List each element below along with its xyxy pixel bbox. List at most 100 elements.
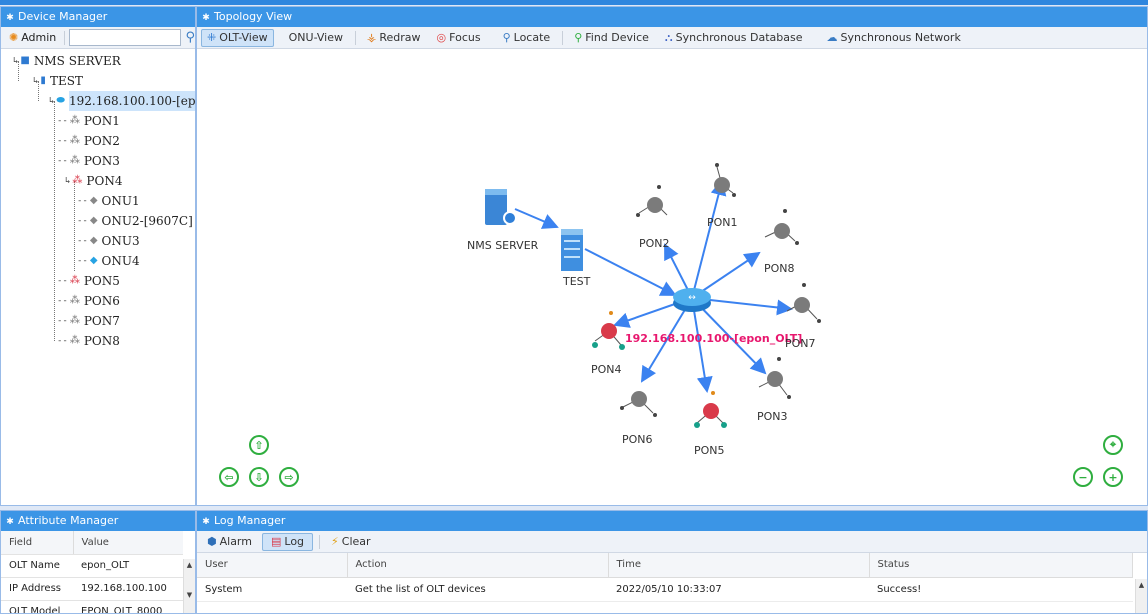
tree-node-pon[interactable]: --⁂PON6 bbox=[57, 291, 120, 311]
alarm-tab[interactable]: ⬢Alarm bbox=[207, 535, 252, 548]
tree-node-pon[interactable]: --⁂PON3 bbox=[57, 151, 120, 171]
topology-view-panel: ✱Topology View ⁜OLT-View ONU-View ⚶Redra… bbox=[196, 6, 1148, 506]
sync-database-button[interactable]: ⛬Synchronous Database bbox=[664, 30, 803, 45]
nms-server-node[interactable] bbox=[485, 189, 517, 225]
scroll-up-icon[interactable]: ▲ bbox=[1138, 581, 1145, 589]
tree-node-onu[interactable]: --◆ONU1 bbox=[77, 191, 140, 211]
tree-node-pon[interactable]: --⁂PON5 bbox=[57, 271, 120, 291]
device-manager-panel: ✱Device Manager ✺ Admin ⚲ ↳ ■ NMS SERVER… bbox=[0, 6, 196, 506]
zoom-out-button[interactable]: − bbox=[1073, 467, 1093, 487]
column-header[interactable]: Time bbox=[608, 553, 870, 578]
scroll-up-icon[interactable]: ▲ bbox=[186, 561, 193, 569]
attribute-scrollbar[interactable]: ▲ ▼ bbox=[183, 559, 195, 613]
redraw-icon: ⚶ bbox=[367, 31, 377, 44]
collapse-icon[interactable]: ✱ bbox=[6, 517, 14, 527]
onu-icon: ◆ bbox=[89, 235, 98, 246]
pan-up-button[interactable]: ⇧ bbox=[249, 435, 269, 455]
tree-node-nms-server[interactable]: ↳ ■ NMS SERVER bbox=[13, 51, 121, 71]
collapse-icon[interactable]: ✱ bbox=[202, 13, 210, 23]
log-time: 2022/05/10 10:33:07 bbox=[608, 577, 869, 602]
olt-node[interactable]: ↔ bbox=[673, 288, 711, 312]
tree-node-onu[interactable]: --◆ONU4 bbox=[77, 251, 140, 271]
pan-right-button[interactable]: ⇨ bbox=[279, 467, 299, 487]
link bbox=[640, 297, 693, 383]
column-header[interactable]: User bbox=[197, 553, 348, 578]
attribute-row[interactable]: OLT Model EPON_OLT_8000 bbox=[1, 600, 183, 613]
tree-node-onu[interactable]: --◆ONU2-[9607C] bbox=[77, 211, 193, 231]
pon4-node[interactable] bbox=[592, 311, 625, 350]
user-label[interactable]: Admin bbox=[21, 31, 57, 44]
node-label-pon7: PON7 bbox=[785, 337, 816, 350]
locate-button[interactable]: ⚲Locate bbox=[502, 31, 551, 44]
alarm-icon: ⬢ bbox=[207, 535, 217, 548]
tree-node-pon[interactable]: --⁂PON1 bbox=[57, 111, 120, 131]
tree-connector: -- bbox=[77, 216, 88, 226]
tree-node-pon[interactable]: --⁂PON2 bbox=[57, 131, 120, 151]
scroll-down-icon[interactable]: ▼ bbox=[186, 591, 193, 599]
log-tab[interactable]: ▤Log bbox=[261, 532, 314, 551]
attribute-manager-panel: ✱Attribute Manager Field Value OLT Name … bbox=[0, 510, 196, 614]
toolbar-separator bbox=[355, 30, 357, 45]
tree-connector: -- bbox=[77, 256, 88, 266]
search-icon[interactable]: ⚲ bbox=[185, 30, 195, 45]
collapse-icon[interactable]: ✱ bbox=[6, 13, 14, 23]
focus-button[interactable]: ◎Focus bbox=[436, 31, 481, 44]
locate-icon: ⚲ bbox=[502, 31, 511, 44]
device-search-input[interactable] bbox=[69, 29, 182, 46]
pon-icon: ⁂ bbox=[69, 295, 80, 306]
pon-icon: ⁂ bbox=[69, 155, 80, 166]
tree-connector: ↳ bbox=[33, 76, 39, 86]
attribute-header-row: Field Value bbox=[1, 531, 183, 555]
pon3-node[interactable] bbox=[758, 357, 791, 399]
node-label-olt: 192.168.100.100-[epon_OLT] bbox=[625, 332, 803, 345]
pon2-node[interactable] bbox=[636, 185, 668, 217]
find-device-button[interactable]: ⚲Find Device bbox=[574, 31, 649, 44]
pon8-node[interactable] bbox=[764, 209, 799, 245]
redraw-button[interactable]: ⚶Redraw bbox=[367, 31, 421, 44]
zoom-in-button[interactable]: + bbox=[1103, 467, 1123, 487]
column-header[interactable]: Value bbox=[73, 531, 183, 555]
attribute-row[interactable]: OLT Name epon_OLT bbox=[1, 554, 183, 578]
node-label-pon5: PON5 bbox=[694, 444, 725, 457]
tree-node-onu[interactable]: --◆ONU3 bbox=[77, 231, 140, 251]
pon-icon: ⁂ bbox=[69, 115, 80, 126]
tree-connector: ↳ bbox=[65, 176, 71, 186]
pan-left-button[interactable]: ⇦ bbox=[219, 467, 239, 487]
column-header[interactable]: Field bbox=[1, 531, 74, 555]
tree-node-pon[interactable]: --⁂PON7 bbox=[57, 311, 120, 331]
tree-node-olt[interactable]: ↳ ⬬ 192.168.100.100-[epon bbox=[49, 91, 195, 111]
toolbar-separator bbox=[319, 534, 321, 549]
pan-down-button[interactable]: ⇩ bbox=[249, 467, 269, 487]
lightning-icon: ⚡ bbox=[331, 535, 339, 548]
olt-icon: ⬬ bbox=[56, 95, 65, 106]
test-group-node[interactable] bbox=[561, 229, 583, 271]
onu-view-button[interactable]: ONU-View bbox=[288, 31, 344, 44]
device-tree: ↳ ■ NMS SERVER ↳ ▮ TEST ↳ ⬬ 192.168.100.… bbox=[1, 51, 195, 505]
link bbox=[514, 208, 559, 229]
attribute-row[interactable]: IP Address 192.168.100.100 bbox=[1, 577, 183, 601]
column-header[interactable]: Status bbox=[869, 553, 1133, 578]
sync-network-button[interactable]: ☁Synchronous Network bbox=[826, 31, 961, 44]
tree-node-test[interactable]: ↳ ▮ TEST bbox=[33, 71, 83, 91]
network-icon: ⁜ bbox=[207, 31, 217, 44]
log-scrollbar[interactable]: ▲ bbox=[1135, 579, 1147, 613]
tree-node-pon[interactable]: --⁂PON8 bbox=[57, 331, 120, 351]
pon6-node[interactable] bbox=[620, 391, 657, 417]
topology-canvas[interactable]: ↔ bbox=[197, 49, 1147, 505]
olt-view-button[interactable]: ⁜OLT-View bbox=[201, 28, 274, 47]
log-user: System bbox=[197, 577, 347, 602]
fit-view-button[interactable]: ⌖ bbox=[1103, 435, 1123, 455]
toolbar-separator bbox=[562, 30, 564, 45]
pon5-node[interactable] bbox=[694, 391, 727, 428]
onu-icon: ◆ bbox=[89, 215, 98, 226]
collapse-icon[interactable]: ✱ bbox=[202, 517, 210, 527]
user-icon: ✺ bbox=[9, 31, 19, 44]
column-header[interactable]: Action bbox=[347, 553, 609, 578]
pon7-node[interactable] bbox=[786, 283, 821, 323]
pon1-node[interactable] bbox=[714, 163, 736, 197]
clear-button[interactable]: ⚡Clear bbox=[331, 535, 371, 548]
log-row[interactable]: System Get the list of OLT devices 2022/… bbox=[197, 577, 1133, 602]
tree-node-pon[interactable]: ↳⁂PON4 bbox=[65, 171, 122, 191]
node-label-test: TEST bbox=[563, 275, 591, 288]
node-label-pon2: PON2 bbox=[639, 237, 670, 250]
